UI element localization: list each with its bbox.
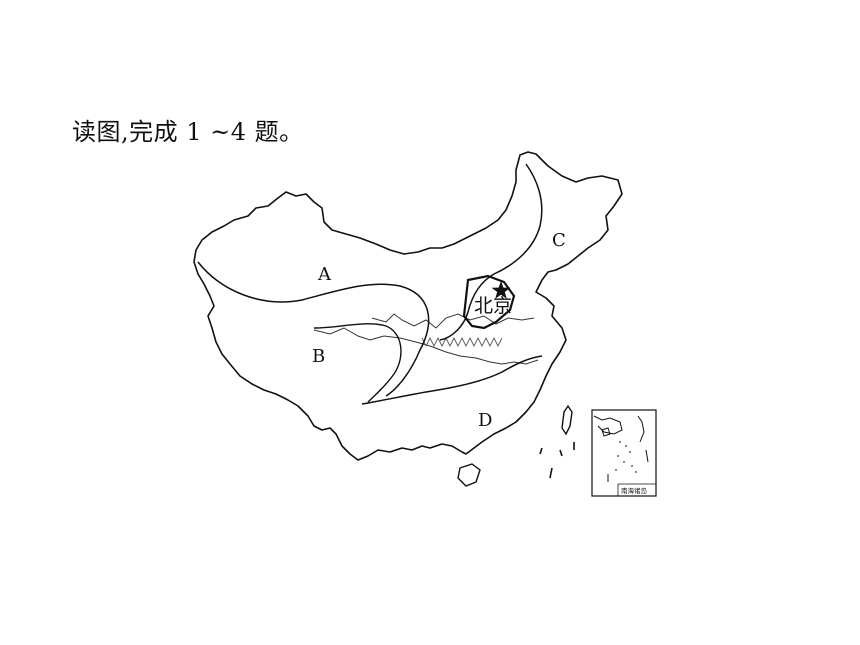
china-border xyxy=(193,151,623,461)
taiwan-island xyxy=(561,404,573,436)
yellow-river xyxy=(371,313,535,329)
china-map: A B C D 北京 南海诸岛 xyxy=(190,150,670,500)
region-b-label: B xyxy=(312,346,325,367)
star-icon xyxy=(491,281,511,299)
region-c-boundary xyxy=(439,163,543,341)
south-china-sea-inset: 南海诸岛 xyxy=(591,409,657,497)
region-d-boundary xyxy=(361,355,543,405)
north-china-plain-boundary xyxy=(462,274,516,330)
region-a-boundary xyxy=(197,261,430,397)
region-b-boundary xyxy=(313,323,402,403)
yangtze-river xyxy=(313,327,539,365)
region-d-label: D xyxy=(478,410,492,431)
region-c-label: C xyxy=(552,230,566,251)
question-prompt: 读图,完成 1 ~4 题。 xyxy=(72,118,304,146)
hainan-island xyxy=(457,463,481,487)
region-a-label: A xyxy=(317,264,332,285)
beijing-label: 北京 xyxy=(474,295,512,317)
inset-label: 南海诸岛 xyxy=(621,486,647,495)
china-map-svg: A B C D 北京 南海诸岛 xyxy=(193,151,657,497)
qinling-mountains xyxy=(421,336,503,348)
island-dashes xyxy=(539,442,575,479)
